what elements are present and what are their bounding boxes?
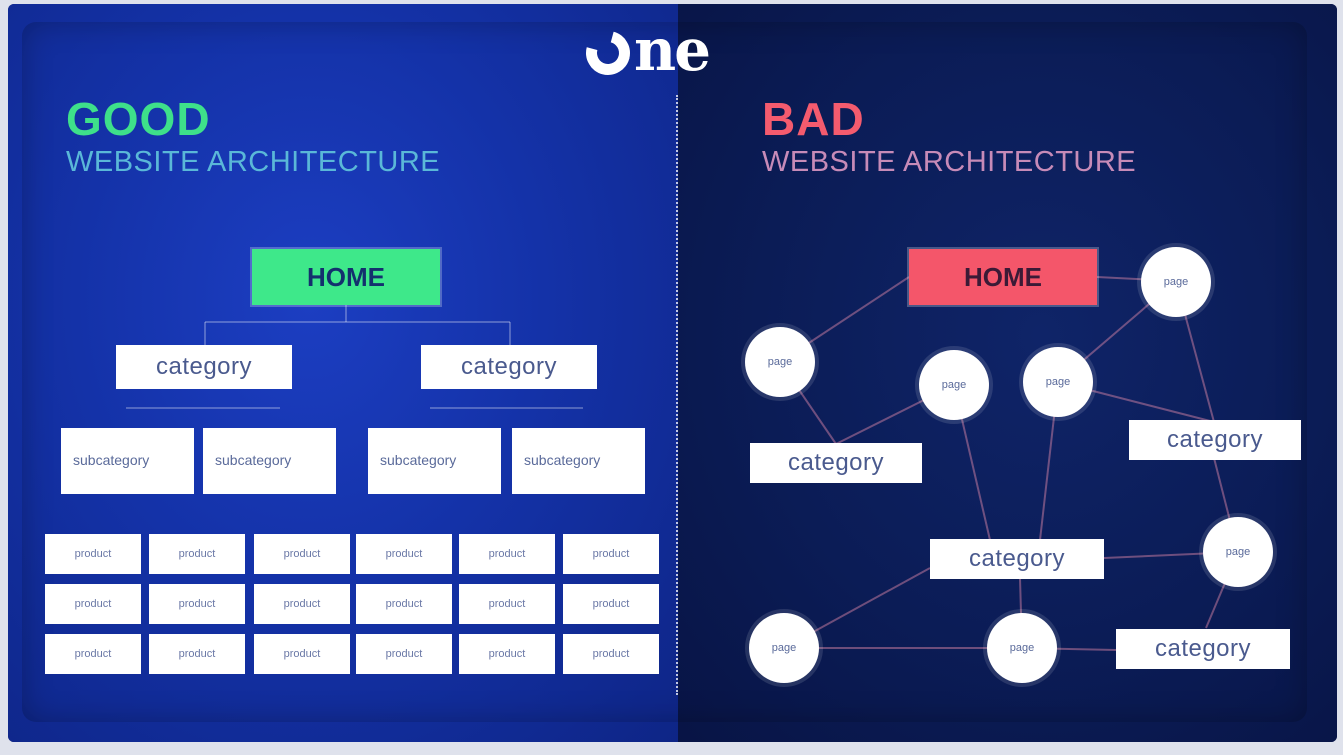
logo: ne [577, 12, 756, 88]
bad-subheading: WEBSITE ARCHITECTURE [762, 146, 1137, 178]
subcategory-line-1: sub [215, 452, 238, 469]
good-category-node: category [421, 345, 597, 389]
center-divider [676, 95, 678, 695]
logo-mark-icon [577, 22, 639, 84]
good-subcategory-node: sub category [512, 428, 645, 494]
bad-page-node: page [1023, 347, 1093, 417]
good-product-node: product [254, 584, 350, 624]
good-product-node: product [45, 584, 141, 624]
good-product-node: product [45, 634, 141, 674]
subcategory-line-2: category [546, 452, 601, 469]
bad-page-node: page [749, 613, 819, 683]
bad-category-node: category [750, 443, 922, 483]
bad-page-node: page [745, 327, 815, 397]
good-category-node: category [116, 345, 292, 389]
subcategory-line-1: sub [73, 452, 96, 469]
bad-page-node: page [1203, 517, 1273, 587]
subcategory-line-2: category [237, 452, 292, 469]
good-product-node: product [563, 634, 659, 674]
good-product-node: product [563, 534, 659, 574]
bad-home-node: HOME [909, 249, 1097, 305]
good-subcategory-node: sub category [203, 428, 336, 494]
good-product-node: product [254, 634, 350, 674]
good-product-node: product [356, 584, 452, 624]
good-product-node: product [459, 584, 555, 624]
subcategory-line-1: sub [380, 452, 403, 469]
good-product-node: product [45, 534, 141, 574]
subcategory-line-2: category [95, 452, 150, 469]
good-product-node: product [356, 534, 452, 574]
good-product-node: product [356, 634, 452, 674]
good-product-node: product [563, 584, 659, 624]
good-heading: GOOD [66, 93, 211, 145]
good-subcategory-node: sub category [368, 428, 501, 494]
subcategory-line-1: sub [524, 452, 547, 469]
good-home-node: HOME [252, 249, 440, 305]
bad-heading: BAD [762, 93, 865, 145]
bad-page-node: page [919, 350, 989, 420]
bad-category-node: category [930, 539, 1104, 579]
good-subheading: WEBSITE ARCHITECTURE [66, 146, 441, 178]
good-product-node: product [149, 534, 245, 574]
good-product-node: product [149, 634, 245, 674]
bad-page-node: page [987, 613, 1057, 683]
bad-category-node: category [1129, 420, 1301, 460]
logo-text: ne [634, 16, 711, 84]
bad-category-node: category [1116, 629, 1290, 669]
good-product-node: product [459, 534, 555, 574]
good-product-node: product [149, 584, 245, 624]
subcategory-line-2: category [402, 452, 457, 469]
good-product-node: product [459, 634, 555, 674]
bad-page-node: page [1141, 247, 1211, 317]
good-product-node: product [254, 534, 350, 574]
good-subcategory-node: sub category [61, 428, 194, 494]
